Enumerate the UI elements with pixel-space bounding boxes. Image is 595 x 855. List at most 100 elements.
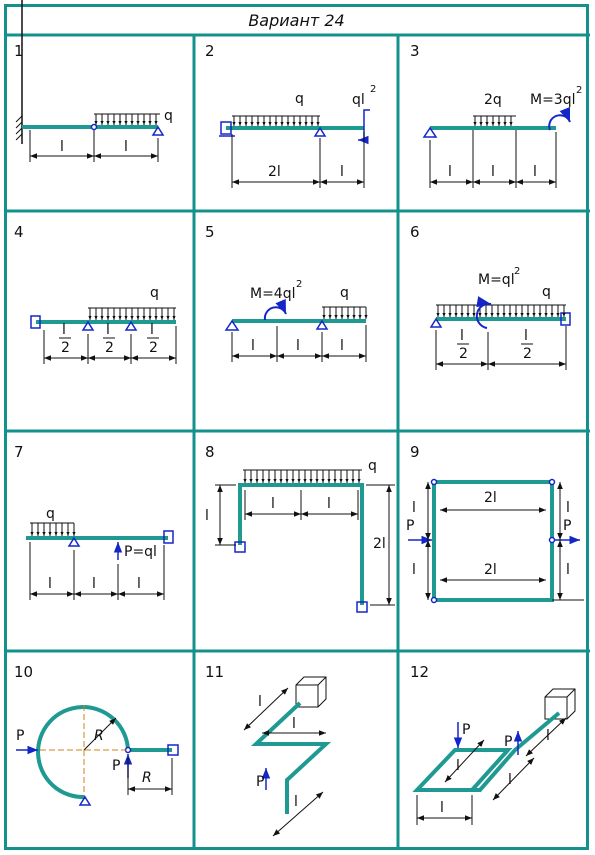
pin-support [124,320,138,331]
dim-label: l [137,576,141,592]
load-label: 2q [484,92,502,108]
distributed-load-arrows [473,116,513,126]
hinge [90,123,98,131]
dimension-lines [29,130,159,162]
load-label: q [150,285,159,301]
svg-text:l: l [62,322,66,338]
dim-label: l [205,508,209,524]
pin-support [67,536,81,547]
distributed-load-arrows [322,307,368,319]
dim-label: l [566,562,570,578]
fixed-support [167,744,179,756]
panel-number-1: 1 [14,42,24,60]
panel-number-9: 9 [410,443,420,461]
panel-numbers: 1 2 3 4 5 6 7 8 9 10 11 12 [14,42,429,681]
force-label: P=ql [124,544,157,560]
scheme-8: q l l l 2l [205,458,395,613]
fraction-label: l 2 [103,322,115,356]
panel-number-11: 11 [205,663,224,681]
dim-label: l [340,338,344,354]
outer-frame [4,4,589,850]
load-label: q [368,458,377,474]
dimension-lines [231,132,365,188]
fraction-label: l 2 [457,328,469,362]
space-frame [412,711,561,792]
moment-label: M=4ql [250,286,296,302]
grid-lines [4,33,590,850]
fixed-wall-hatch [15,115,23,141]
svg-text:2: 2 [105,340,114,356]
distributed-load-arrows [30,523,76,536]
pin-support [81,320,95,331]
fixed-support [30,315,41,329]
variant-title: Вариант 24 [248,11,345,30]
curved-bar [36,705,130,800]
dim-label: l [92,576,96,592]
dim-label: l [294,794,298,810]
moment-exponent: 2 [296,279,302,290]
force-label: P [406,518,414,534]
moment-label: ql [352,92,365,108]
moment-icon [263,298,287,321]
scheme-12: P P l l l l [412,688,576,825]
pin-support [429,317,443,328]
dim-label: l [292,716,296,732]
dim-label: l [491,164,495,180]
dim-label: l [60,139,64,155]
load-label: q [46,506,55,522]
moment-exponent: 2 [370,84,376,95]
radius-label: R [142,770,152,786]
dim-label: l [296,338,300,354]
dim-label: l [456,758,460,774]
svg-text:2: 2 [61,340,70,356]
pin-support [78,795,92,806]
fixed-support [220,121,232,135]
dim-label: l [533,164,537,180]
scheme-5: M=4ql 2 q l l l [224,279,368,362]
wall-block [295,676,327,708]
dimension-lines [425,482,584,601]
scheme-1: q l l [15,0,173,162]
fraction-label: l 2 [521,328,533,362]
svg-text:l: l [460,328,464,344]
distributed-load-arrows [232,116,320,126]
svg-text:l: l [524,328,528,344]
dim-label: l [251,338,255,354]
force-label: P [256,774,264,790]
dim-label: 2l [268,164,281,180]
dimension-lines [435,326,567,370]
dim-label: l [566,500,570,516]
dimension-lines [429,130,557,188]
dim-label: l [412,562,416,578]
dimension-lines [231,325,367,362]
dim-label: l [258,694,262,710]
fixed-support [356,601,368,613]
moment-icon [475,296,492,329]
dim-label: l [340,164,344,180]
distributed-load-arrows [94,114,158,125]
force-label: P [16,728,24,744]
dim-label: 2l [373,536,386,552]
scheme-9: P P 2l 2l l l l l [406,478,584,604]
force-label: P [504,734,512,750]
panel-number-12: 12 [410,663,429,681]
fixed-support [234,541,246,553]
fraction-label: l 2 [147,322,159,356]
scheme-2: q ql 2 2l l [219,84,376,188]
distributed-load-arrows [436,305,566,317]
pin-support [315,319,329,330]
radius-label: R [94,728,104,744]
pin-support [422,126,438,138]
dim-label: l [48,576,52,592]
distributed-load-arrows [88,308,176,320]
dimension-lines [416,717,567,825]
dim-label: 2l [484,562,497,578]
pin-support [151,125,165,136]
scheme-11: P l l l [243,676,332,837]
panel-number-5: 5 [205,223,215,241]
dim-label: 2l [484,490,497,506]
dimension-lines [29,542,165,600]
dim-label: l [440,800,444,816]
dim-label: l [448,164,452,180]
